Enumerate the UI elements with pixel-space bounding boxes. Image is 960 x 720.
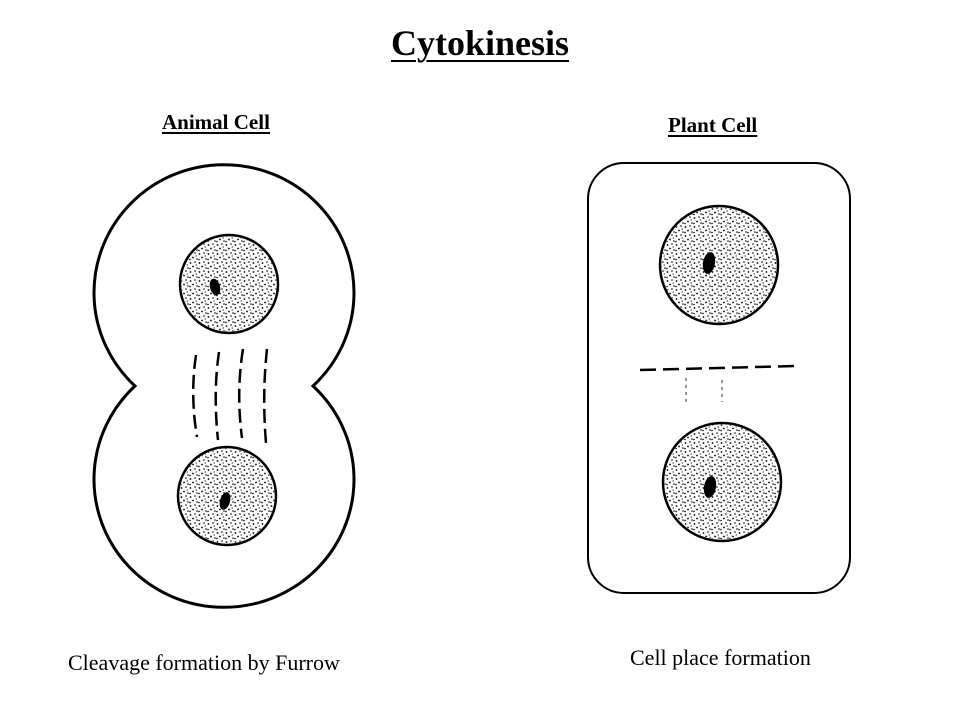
- plant-cell-label: Plant Cell: [668, 113, 758, 137]
- plant-upper-nucleus: [658, 204, 780, 326]
- plant-cell-caption: Cell place formation: [630, 645, 811, 670]
- animal-cell-membrane: [92, 163, 356, 609]
- animal-spindle-fibers: [192, 348, 269, 444]
- animal-lower-nucleus: [176, 445, 278, 547]
- animal-upper-nucleus: [178, 233, 280, 335]
- plant-cell-plate: [639, 364, 797, 372]
- plant-cell-wall: [587, 162, 851, 594]
- animal-cell-caption: Cleavage formation by Furrow: [68, 650, 340, 675]
- animal-cell-label: Animal Cell: [162, 110, 270, 134]
- plant-lower-nucleus: [661, 421, 783, 543]
- diagram-title: Cytokinesis: [390, 23, 570, 63]
